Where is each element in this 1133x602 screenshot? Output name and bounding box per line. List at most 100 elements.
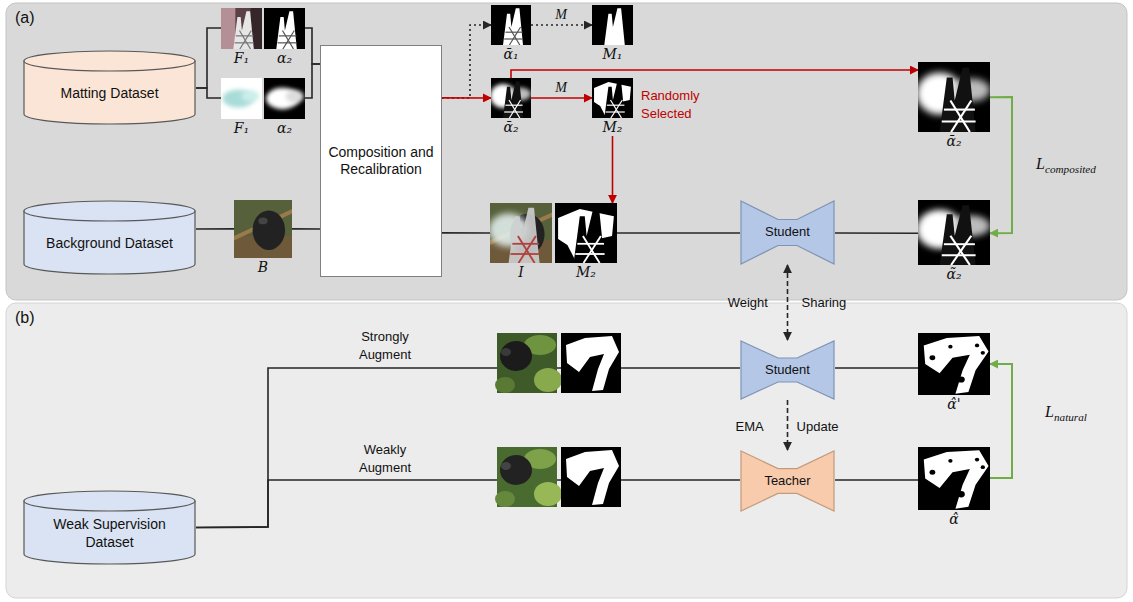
node-text: Background Dataset	[46, 235, 173, 253]
graphic-part	[566, 336, 619, 391]
panel: (b) Weak Supervision Dataset StudentTeache…	[6, 303, 1127, 598]
graphic-part	[258, 217, 267, 224]
node-text: (a)	[15, 9, 35, 27]
image-label: I	[518, 264, 524, 281]
image-label: α₂	[277, 120, 292, 137]
hourglass-shape	[741, 341, 834, 399]
thumbnail-picture	[491, 5, 531, 45]
image-thumbnail: ᾱ₂	[918, 62, 990, 150]
image-label: α₂	[277, 50, 292, 67]
connector	[835, 367, 918, 369]
weak-augment-mask	[561, 447, 621, 507]
node-text: Student	[765, 362, 810, 378]
image-label: M₁	[603, 46, 623, 63]
graphic-part	[491, 78, 531, 118]
graphic-part	[491, 5, 531, 45]
edge-label-box: M	[555, 78, 567, 96]
connector	[835, 479, 918, 481]
connector	[196, 368, 740, 528]
node-text: (b)	[15, 309, 35, 327]
graphic-part	[942, 236, 976, 265]
network-hourglass: Student	[740, 200, 835, 265]
image-thumbnail: B	[234, 200, 292, 276]
image-thumbnail: α̂'	[918, 333, 990, 413]
graphic-part	[236, 35, 254, 36]
node-text: Teacher	[764, 473, 810, 489]
thumbnail-picture	[221, 78, 262, 119]
dataset-cylinder: Weak Supervision Dataset	[23, 490, 196, 565]
edge-label-box: Lcomposited	[1036, 155, 1096, 175]
graphic-part	[233, 11, 254, 49]
image-thumbnail: F₁	[221, 8, 262, 67]
image-label: M₂	[576, 264, 596, 281]
graphic-part	[221, 8, 235, 49]
graphic-part	[509, 208, 540, 263]
graphic-part	[239, 31, 250, 49]
connector	[835, 232, 918, 234]
connector	[442, 25, 491, 98]
connector	[531, 24, 592, 26]
graphic-part	[495, 491, 515, 507]
graphic-part	[574, 208, 605, 263]
process-box: Composition and Recalibration	[320, 45, 442, 277]
edge-label: Weight Sharing	[728, 295, 847, 310]
graphic-part	[509, 100, 520, 118]
graphic-part	[534, 368, 562, 392]
image-thumbnail: ᾱ₂	[491, 78, 531, 136]
graphic-part	[500, 455, 532, 485]
graphic-part	[940, 68, 976, 132]
network-hourglass: Teacher	[740, 450, 835, 512]
image-label: F₁	[234, 120, 249, 137]
panel-a-ground	[6, 3, 1127, 300]
graphic-part	[981, 351, 985, 355]
graphic-part	[594, 82, 631, 118]
graphic-part	[930, 344, 985, 383]
graphic-part	[509, 27, 520, 45]
graphic-part	[519, 236, 536, 263]
connector	[531, 97, 592, 99]
graphic-part	[283, 31, 294, 49]
edge-label: Strongly Augment	[359, 329, 411, 362]
graphic-part	[510, 236, 539, 263]
graphic-part	[278, 31, 297, 49]
edge-label: Weakly Augment	[359, 442, 411, 475]
node-text: Weak Supervision Dataset	[45, 516, 175, 551]
thumbnail-picture	[490, 203, 552, 263]
thumbnail-picture	[918, 333, 990, 395]
graphic-part	[505, 32, 522, 33]
graphic-part	[504, 27, 523, 45]
edge-label-box: M	[555, 5, 567, 23]
connector	[292, 228, 320, 230]
graphic-part	[940, 205, 976, 265]
image-thumbnail: M₁	[592, 5, 633, 63]
graphic-part	[500, 341, 532, 371]
image-label: F₁	[234, 50, 249, 67]
thumbnail-picture	[234, 200, 292, 258]
node-text: Student	[765, 224, 810, 240]
strong-augment-photo	[495, 333, 562, 393]
graphic-part	[561, 447, 621, 507]
network-hourglass: Student	[740, 340, 835, 400]
graphic-part	[975, 458, 979, 462]
node-text: Matting Dataset	[60, 85, 158, 103]
graphic-part	[566, 450, 619, 505]
note-text: Randomly Selected	[641, 88, 700, 121]
graphic-part	[253, 210, 285, 249]
graphic-part	[604, 81, 625, 118]
graphic-part	[264, 78, 305, 119]
connector	[196, 228, 234, 230]
graphic-part	[264, 8, 305, 49]
graphic-part	[509, 27, 520, 45]
graphic-part	[240, 31, 251, 49]
cylinder-top	[24, 201, 195, 221]
thumbnail-picture	[592, 78, 633, 118]
graphic-part	[951, 101, 971, 133]
graphic-part	[501, 462, 511, 470]
image-thumbnail: α₂	[264, 78, 305, 137]
graphic-part	[981, 465, 985, 469]
graphic-part	[944, 109, 975, 111]
image-thumbnail: F₁	[221, 78, 262, 137]
graphic-part	[276, 11, 297, 49]
graphic-part	[584, 236, 601, 263]
